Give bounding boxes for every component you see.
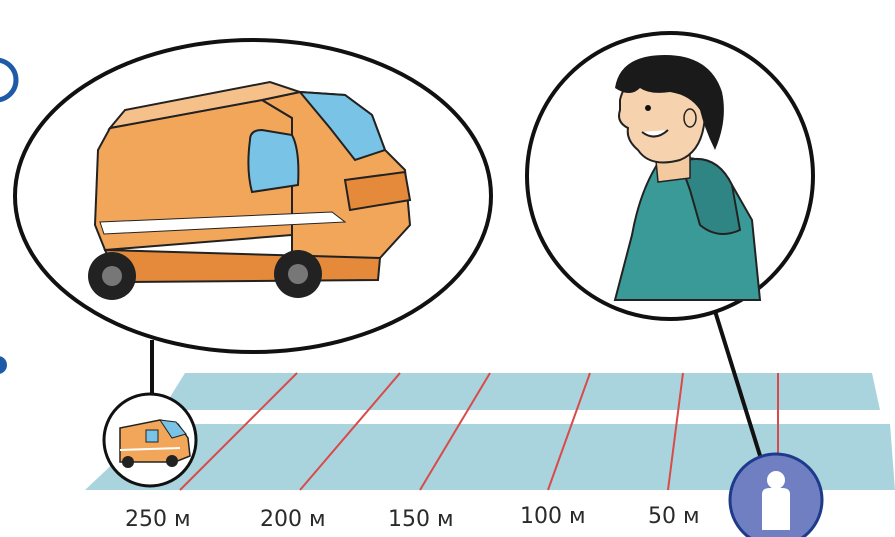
distance-label-50: 50 м bbox=[648, 504, 700, 529]
lane-stripe bbox=[155, 410, 890, 424]
edge-circle-top bbox=[0, 60, 16, 100]
van-marker-icon bbox=[120, 420, 190, 468]
van-marker bbox=[104, 394, 196, 486]
distance-label-150: 150 м bbox=[388, 507, 454, 532]
road-far-lane bbox=[162, 373, 880, 410]
person-marker bbox=[730, 454, 822, 537]
edge-dot bbox=[0, 356, 7, 374]
van-callout bbox=[15, 40, 491, 352]
distance-label-100: 100 м bbox=[520, 504, 586, 529]
van-illustration bbox=[88, 82, 410, 300]
person-callout bbox=[527, 33, 813, 319]
distance-label-200: 200 м bbox=[260, 507, 326, 532]
distance-label-250: 250 м bbox=[125, 507, 191, 532]
